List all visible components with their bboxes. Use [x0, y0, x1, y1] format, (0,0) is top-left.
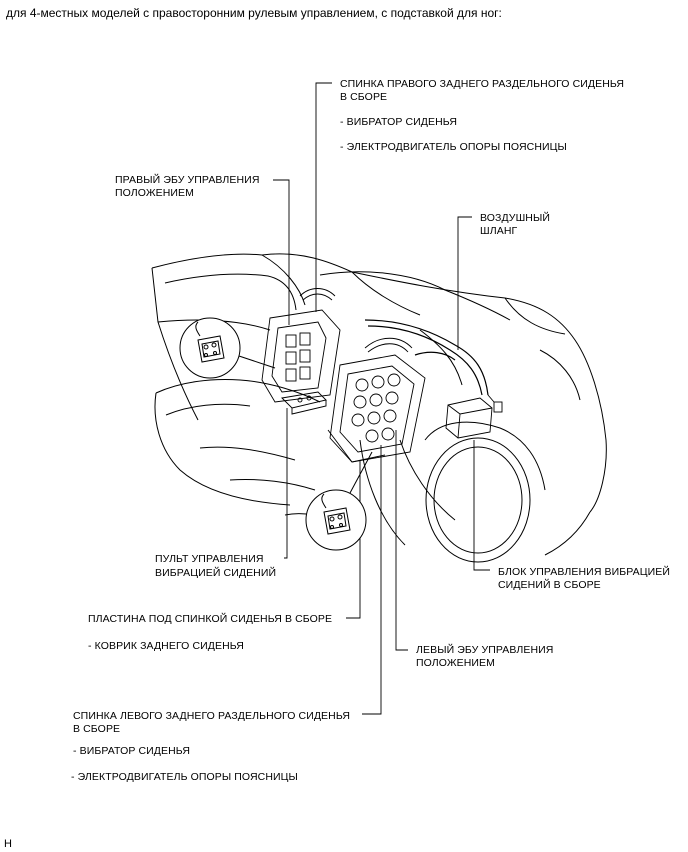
vibration-switch-panel [281, 391, 327, 415]
rear-wheel [424, 421, 546, 563]
left-ecu-callout [305, 451, 373, 551]
left-seatback-label-line1: СПИНКА ЛЕВОГО ЗАДНЕГО РАЗДЕЛЬНОГО СИДЕНЬ… [73, 710, 351, 722]
air-hose [364, 319, 489, 396]
left-ecu-label-line2: ПОЛОЖЕНИЕМ [416, 657, 496, 669]
right-ecu-label-line1: ПРАВЫЙ ЭБУ УПРАВЛЕНИЯ [115, 174, 260, 186]
figure-code: H [4, 838, 12, 850]
right-ecu-callout [179, 317, 276, 379]
car-body-outline [151, 253, 607, 556]
vibration-control-unit [445, 394, 503, 439]
vibration-switch-label-line1: ПУЛЬТ УПРАВЛЕНИЯ [155, 553, 264, 565]
seat-vibrators-cluster [351, 373, 401, 443]
diagram-caption: для 4-местных моделей с правосторонним р… [6, 6, 502, 20]
left-seatback-sub-lumbar-motor: - ЭЛЕКТРОДВИГАТЕЛЬ ОПОРЫ ПОЯСНИЦЫ [71, 771, 298, 783]
plate-label: ПЛАСТИНА ПОД СПИНКОЙ СИДЕНЬЯ В СБОРЕ [88, 613, 333, 625]
leader-lines [273, 82, 490, 715]
vibration-unit-label-line2: СИДЕНИЙ В СБОРЕ [498, 579, 601, 591]
right-seatback-label-line2: В СБОРЕ [340, 91, 388, 103]
air-hose-label-line2: ШЛАНГ [480, 225, 518, 237]
right-ecu-label-line2: ПОЛОЖЕНИЕМ [115, 187, 195, 199]
right-seatback-frame [261, 288, 341, 403]
vibration-switch-label-line2: ВИБРАЦИЕЙ СИДЕНИЙ [155, 567, 277, 579]
right-seatback-sub-lumbar-motor: - ЭЛЕКТРОДВИГАТЕЛЬ ОПОРЫ ПОЯСНИЦЫ [340, 141, 567, 153]
left-seatback-label-line2: В СБОРЕ [73, 723, 121, 735]
left-seatback-frame [327, 337, 426, 463]
right-seatback-sub-vibrator: - ВИБРАТОР СИДЕНЬЯ [340, 116, 457, 128]
left-ecu-label-line1: ЛЕВЫЙ ЭБУ УПРАВЛЕНИЯ [416, 644, 554, 656]
left-seatback-sub-vibrator: - ВИБРАТОР СИДЕНЬЯ [73, 745, 190, 757]
right-seatback-label-line1: СПИНКА ПРАВОГО ЗАДНЕГО РАЗДЕЛЬНОГО СИДЕН… [340, 78, 625, 90]
air-hose-label-line1: ВОЗДУШНЫЙ [480, 212, 551, 224]
vibration-unit-label-line1: БЛОК УПРАВЛЕНИЯ ВИБРАЦИЕЙ [498, 566, 671, 578]
plate-sub-mat: - КОВРИК ЗАДНЕГО СИДЕНЬЯ [88, 640, 244, 652]
